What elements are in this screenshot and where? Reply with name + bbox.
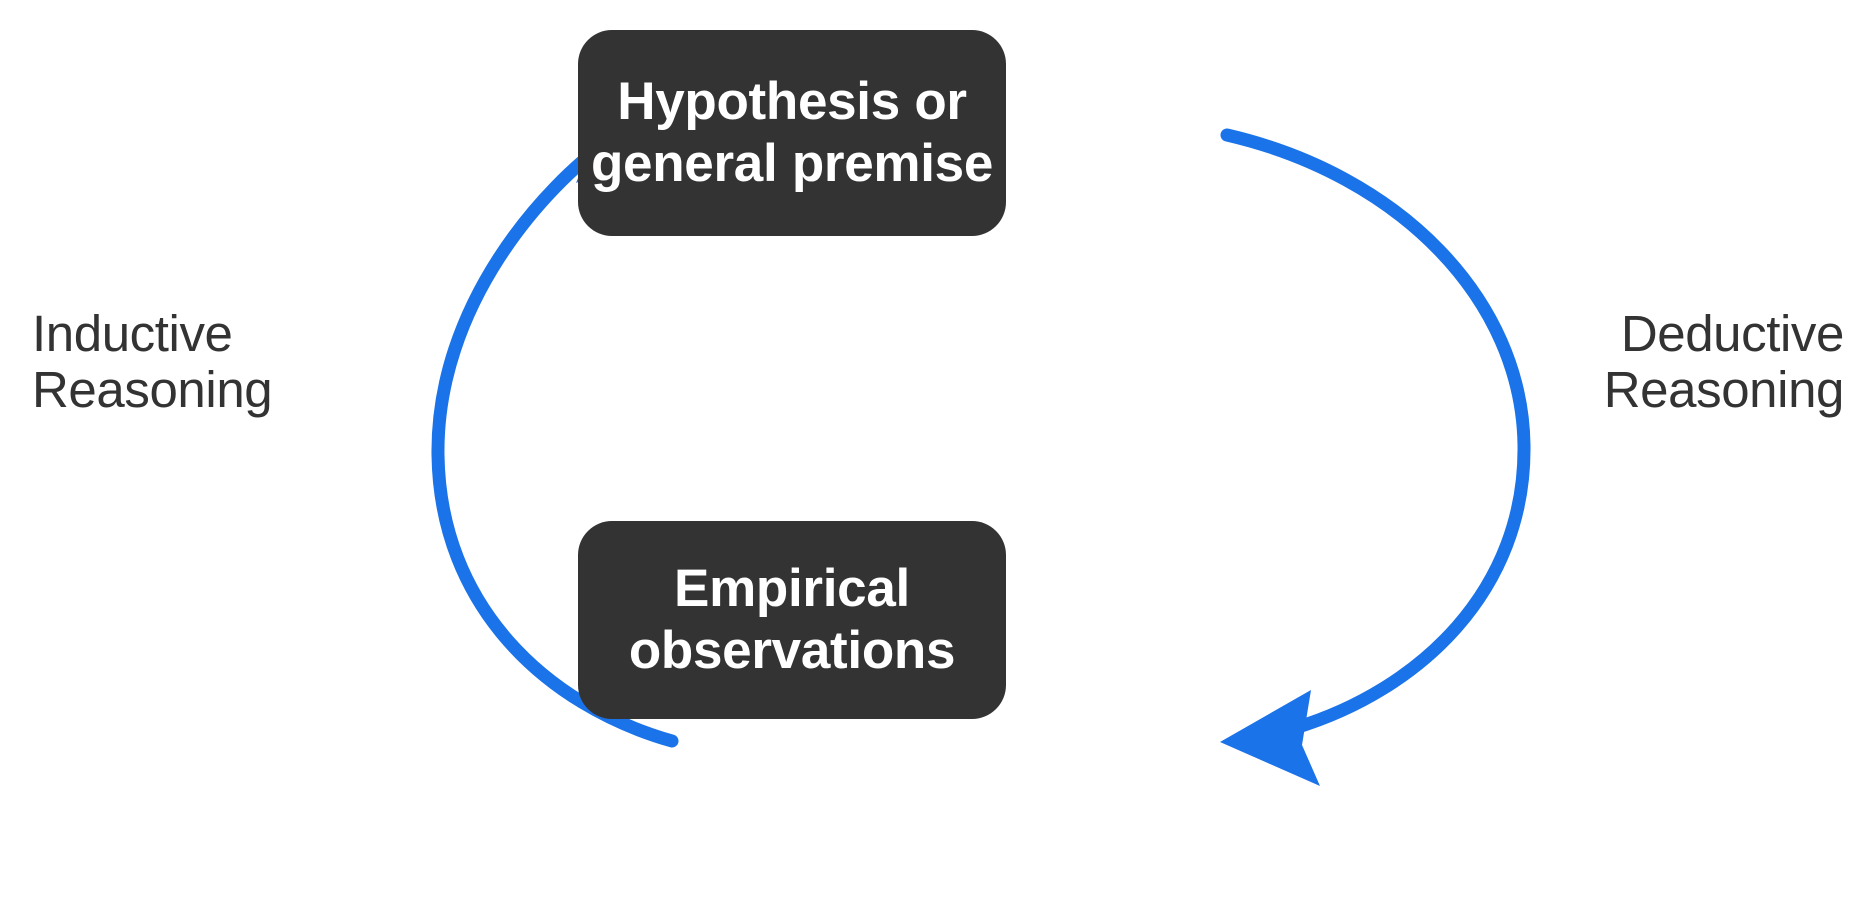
inductive-arrow-path <box>431 133 679 748</box>
deductive-arrow-head <box>1220 690 1320 786</box>
inductive-reasoning-label: Inductive Reasoning <box>32 305 273 418</box>
deductive-arrow-path <box>1220 128 1531 735</box>
deductive-arrow <box>1220 128 1531 786</box>
node-empirical-label: Empirical observations <box>628 559 956 680</box>
node-hypothesis-label: Hypothesis or general premise <box>590 72 994 193</box>
node-hypothesis-box[interactable]: Hypothesis or general premise <box>578 30 1006 236</box>
node-empirical-box[interactable]: Empirical observations <box>578 521 1006 719</box>
deductive-reasoning-label: Deductive Reasoning <box>1603 305 1845 418</box>
